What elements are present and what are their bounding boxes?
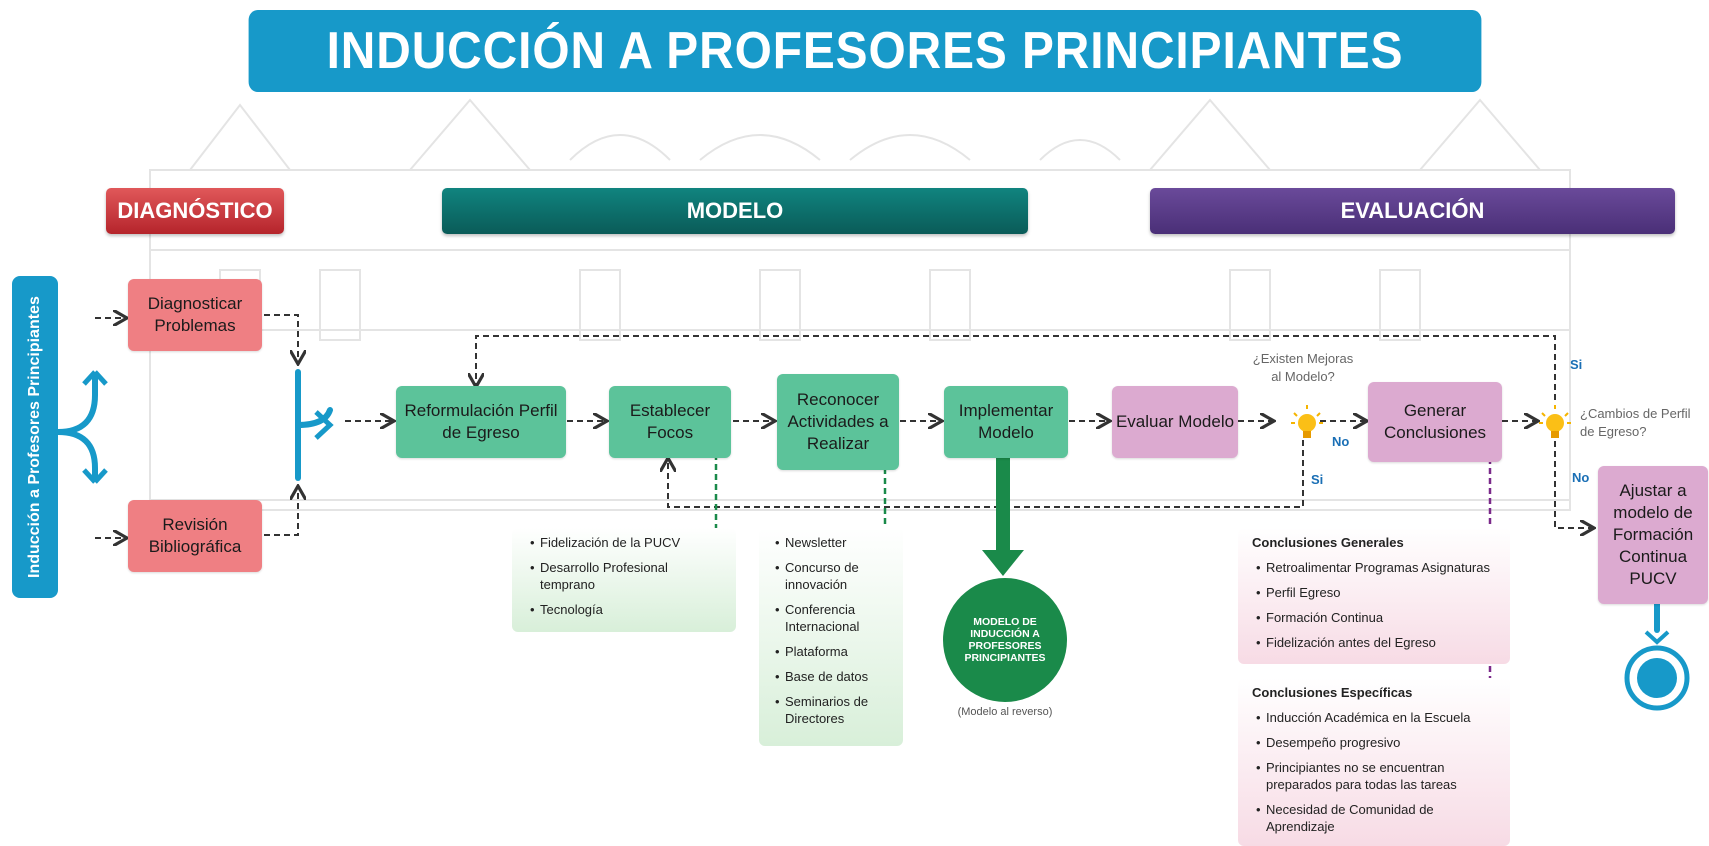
- page-title: INDUCCIÓN A PROFESORES PRINCIPIANTES: [248, 10, 1482, 92]
- list-item: Tecnología: [530, 601, 726, 618]
- answer-no: No: [1332, 434, 1350, 449]
- step-establecer-focos: Establecer Focos: [609, 386, 731, 458]
- conclusiones-especificas: Conclusiones Específicas Inducción Acadé…: [1238, 678, 1510, 846]
- list-item: Retroalimentar Programas Asignaturas: [1256, 559, 1500, 576]
- list-item: Fidelización antes del Egreso: [1256, 634, 1500, 651]
- phase-diagnostico: DIAGNÓSTICO: [106, 188, 284, 234]
- actividades-list: NewsletterConcurso de innovaciónConferen…: [759, 528, 903, 746]
- list-item: Fidelización de la PUCV: [530, 534, 726, 551]
- lightbulb-icon: [1291, 405, 1323, 438]
- list-item: Formación Continua: [1256, 609, 1500, 626]
- list-item: Concurso de innovación: [775, 559, 895, 593]
- step-evaluar-modelo: Evaluar Modelo: [1112, 386, 1238, 458]
- list-item: Perfil Egreso: [1256, 584, 1500, 601]
- conclusiones-especificas-heading: Conclusiones Específicas: [1252, 685, 1413, 700]
- phase-modelo: MODELO: [442, 188, 1028, 234]
- focos-list: Fidelización de la PUCV Desarrollo Profes…: [512, 528, 736, 632]
- list-item: Plataforma: [775, 643, 895, 660]
- question-mejoras: ¿Existen Mejoras al Modelo?: [1252, 351, 1354, 384]
- answer-si: Si: [1570, 357, 1583, 372]
- step-reformulacion-perfil: Reformulación Perfil de Egreso: [396, 386, 566, 458]
- answer-no: No: [1572, 470, 1590, 485]
- step-implementar-modelo: Implementar Modelo: [944, 386, 1068, 458]
- list-item: Inducción Académica en la Escuela: [1256, 709, 1500, 726]
- model-note: (Modelo al reverso): [957, 706, 1053, 718]
- conclusiones-generales: Conclusiones Generales Retroalimentar Pr…: [1238, 528, 1510, 664]
- step-generar-conclusiones: Generar Conclusiones: [1368, 382, 1502, 462]
- list-item: Base de datos: [775, 668, 895, 685]
- list-item: Desarrollo Profesional temprano: [530, 559, 726, 593]
- list-item: Newsletter: [775, 534, 895, 551]
- phase-evaluacion: EVALUACIÓN: [1150, 188, 1675, 234]
- list-item: Seminarios de Directores: [775, 693, 895, 727]
- step-ajustar-modelo: Ajustar a modelo de Formación Continua P…: [1598, 466, 1708, 604]
- lightbulb-icon: [1539, 405, 1571, 438]
- list-item: Principiantes no se encuentran preparado…: [1256, 759, 1500, 793]
- step-reconocer-actividades: Reconocer Actividades a Realizar: [777, 374, 899, 470]
- list-item: Necesidad de Comunidad de Aprendizaje: [1256, 801, 1500, 835]
- model-circle: MODELO DE INDUCCIÓN A PROFESORES PRINCIP…: [943, 578, 1067, 702]
- step-diagnosticar-problemas: Diagnosticar Problemas: [128, 279, 262, 351]
- question-cambios: ¿Cambios de Perfil de Egreso?: [1580, 406, 1691, 439]
- list-item: Conferencia Internacional: [775, 601, 895, 635]
- conclusiones-generales-heading: Conclusiones Generales: [1252, 535, 1404, 550]
- answer-si: Si: [1311, 472, 1324, 487]
- list-item: Desempeño progresivo: [1256, 734, 1500, 751]
- step-revision-bibliografica: Revisión Bibliográfica: [128, 500, 262, 572]
